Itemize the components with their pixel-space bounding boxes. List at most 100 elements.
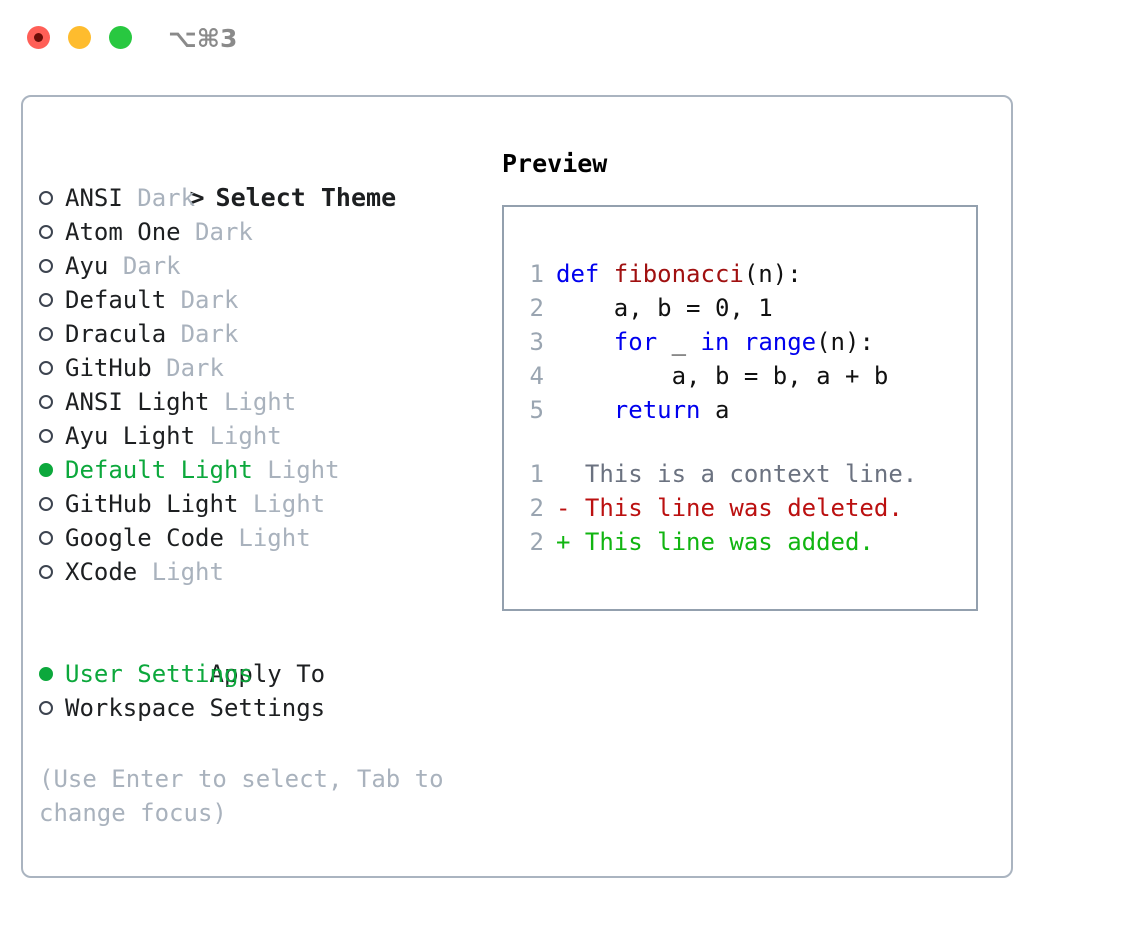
line-number: 4 [529,362,544,390]
window-shortcut-label: ⌥⌘3 [168,24,238,53]
minimize-button[interactable] [68,26,91,49]
theme-variant-tag: Light [267,456,340,484]
traffic-lights [27,26,132,49]
diff-line: 2 + This line was added. [516,525,970,559]
code-token: fibonacci [613,260,744,288]
code-line: 5 return a [516,393,970,427]
diff-line-text: + This line was added. [556,528,874,556]
bullet-shape [39,225,53,239]
diff-line: 1 This is a context line. [516,457,970,491]
code-token: _ [657,328,701,356]
code-token: a [700,396,730,424]
bullet-shape [39,327,53,341]
radio-unselected-icon [39,555,65,589]
line-number: 2 [529,494,544,522]
apply-to-header: Apply To [39,623,489,688]
code-token: a, b = 0, 1 [556,294,773,322]
theme-name: ANSI [65,184,123,212]
theme-list-item[interactable]: Dracula Dark [39,317,489,351]
radio-unselected-icon [39,181,65,215]
theme-name: Dracula [65,320,167,348]
bullet-shape [39,429,53,443]
code-line: 2 a, b = 0, 1 [516,291,970,325]
theme-list-item[interactable]: GitHub Dark [39,351,489,385]
theme-list-item[interactable]: Atom One Dark [39,215,489,249]
line-number: 3 [529,328,544,356]
theme-variant-tag: Light [223,388,297,416]
bullet-shape [39,361,53,375]
theme-list-item[interactable]: Default Dark [39,283,489,317]
prompt-caret-icon: > [189,183,205,212]
theme-variant-tag: Dark [122,252,181,280]
bullet-shape [39,701,53,715]
radio-unselected-icon [39,691,65,725]
theme-name: GitHub [65,354,152,382]
theme-list-item[interactable]: Ayu Light Light [39,419,489,453]
code-line: 1 def fibonacci(n): [516,257,970,291]
radio-unselected-icon [39,249,65,283]
close-button[interactable] [27,26,50,49]
theme-variant-tag: Light [238,524,311,552]
theme-list-item[interactable]: Google Code Light [39,521,489,555]
apply-to-option-label: Workspace Settings [65,694,326,722]
section-spacer [39,589,489,623]
code-token: for [613,328,658,356]
bullet-shape [39,497,53,511]
radio-unselected-icon [39,283,65,317]
code-token: (n): [743,260,802,288]
code-diff-spacer [516,427,970,457]
line-number: 2 [529,294,544,322]
code-token: a, b = b, a + b [556,362,889,390]
radio-unselected-icon [39,351,65,385]
theme-name: Ayu Light [65,422,196,450]
code-token: def [556,260,614,288]
theme-list-item[interactable]: ANSI Light Light [39,385,489,419]
radio-unselected-icon [39,521,65,555]
radio-unselected-icon [39,487,65,521]
radio-unselected-icon [39,215,65,249]
bullet-shape [39,531,53,545]
radio-unselected-icon [39,317,65,351]
radio-unselected-icon [39,385,65,419]
apply-to-option[interactable]: User Settings [39,657,489,691]
diff-line-text: This is a context line. [556,460,918,488]
theme-list-item[interactable]: Default Light Light [39,453,489,487]
zoom-button[interactable] [109,26,132,49]
theme-variant-tag: Light [252,490,326,518]
bullet-shape [39,293,53,307]
theme-list-item[interactable]: ANSI Dark [39,181,489,215]
bullet-shape [39,565,53,579]
bullet-shape [39,191,53,205]
line-number: 5 [529,396,544,424]
theme-name: Default Light [65,456,253,484]
theme-list-item[interactable]: Ayu Dark [39,249,489,283]
theme-variant-tag: Dark [195,218,253,246]
theme-name: Atom One [65,218,181,246]
diff-line: 2 - This line was deleted. [516,491,970,525]
theme-variant-tag: Dark [180,320,239,348]
theme-list-item[interactable]: GitHub Light Light [39,487,489,521]
radio-unselected-icon [39,419,65,453]
theme-variant-tag: Dark [166,354,224,382]
theme-name: Default [65,286,167,314]
select-theme-header: >Select Theme [39,147,489,212]
theme-variant-tag: Dark [137,184,196,212]
diff-line-text: - This line was deleted. [556,494,903,522]
theme-name: XCode [65,558,138,586]
apply-to-option[interactable]: Workspace Settings [39,691,489,725]
theme-name: GitHub Light [65,490,239,518]
line-number: 1 [529,260,544,288]
bullet-shape [39,667,53,681]
line-number: 2 [529,528,544,556]
code-token: return [613,396,701,424]
theme-list-item[interactable]: XCode Light [39,555,489,589]
code-line: 3 for _ in range(n): [516,325,970,359]
bullet-shape [39,259,53,273]
code-token: (n): [816,328,874,356]
bullet-shape [39,463,53,477]
